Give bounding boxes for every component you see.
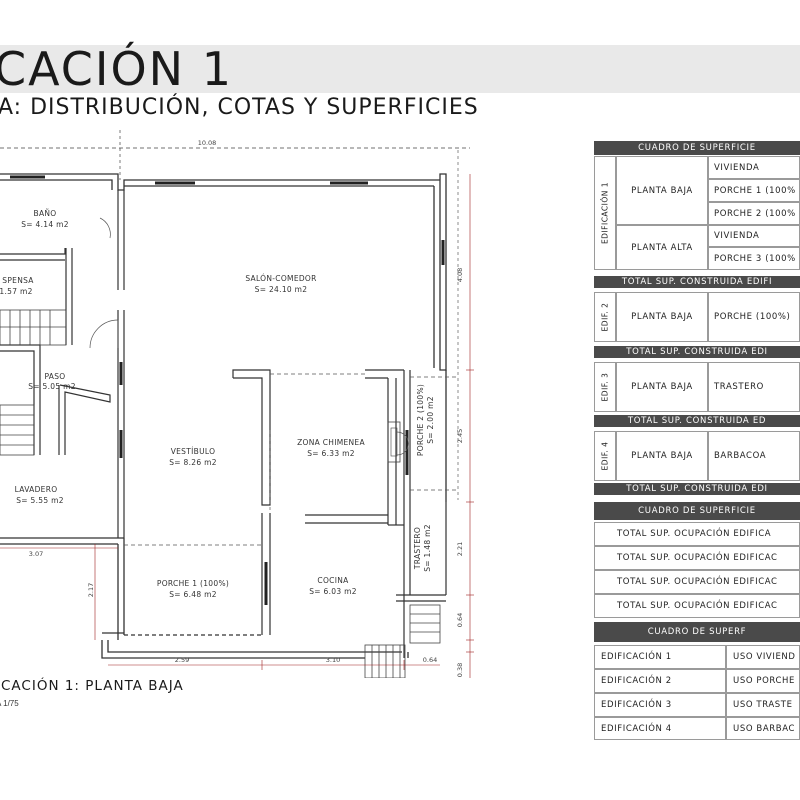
table1-total-4: TOTAL SUP. CONSTRUIDA EDI bbox=[594, 483, 800, 495]
room-name-vestibulo: VESTÍBULO bbox=[171, 447, 216, 456]
table1-item-cell: PORCHE 1 (100% bbox=[708, 179, 800, 202]
table3-uso-cell: USO BARBAC bbox=[726, 717, 800, 740]
table1-level-cell: PLANTA BAJA bbox=[616, 156, 708, 225]
dimension-labels: 10.08 4.08 2.45 2.21 0.64 0.38 2.59 3.10… bbox=[29, 139, 464, 677]
table3-edif-cell: EDIFICACIÓN 2 bbox=[594, 669, 726, 693]
dim-top: 10.08 bbox=[198, 139, 217, 147]
room-area-bano: S= 4.14 m2 bbox=[21, 220, 69, 229]
room-name-salon: SALÓN-COMEDOR bbox=[245, 274, 316, 283]
table3-edif-cell: EDIFICACIÓN 1 bbox=[594, 645, 726, 669]
room-area-porche1: S= 6.48 m2 bbox=[169, 590, 217, 599]
table3-edif-cell: EDIFICACIÓN 3 bbox=[594, 693, 726, 717]
table2-row: TOTAL SUP. OCUPACIÓN EDIFICAC bbox=[594, 570, 800, 594]
dim-left-vertical: 2.17 bbox=[87, 583, 95, 597]
room-area-salon: S= 24.10 m2 bbox=[255, 285, 308, 294]
room-name-paso: PASO bbox=[44, 372, 65, 381]
room-name-despensa: SPENSA bbox=[2, 276, 34, 285]
room-area-trastero: S= 1.48 m2 bbox=[423, 524, 432, 572]
edif4-level: PLANTA BAJA bbox=[616, 431, 708, 481]
dashed-openings bbox=[124, 373, 458, 546]
table1-total-3: TOTAL SUP. CONSTRUIDA ED bbox=[594, 415, 800, 427]
dim-right-2: 2.45 bbox=[456, 429, 464, 443]
room-labels: BAÑO S= 4.14 m2 SPENSA 1.57 m2 PASO S= 5… bbox=[0, 209, 435, 599]
dim-bottom-1: 2.59 bbox=[175, 656, 189, 664]
plan-scale: A 1/75 bbox=[0, 699, 19, 708]
table1-item-cell: VIVIENDA bbox=[708, 156, 800, 179]
table3-uso-cell: USO PORCHE bbox=[726, 669, 800, 693]
room-area-porche2: S= 2.00 m2 bbox=[426, 396, 435, 444]
dim-right-3: 2.21 bbox=[456, 542, 464, 556]
table1-item-cell: PORCHE 3 (100% bbox=[708, 247, 800, 270]
table-superficies: CUADRO DE SUPERFICIE EDIFICACIÓN 1 PLANT… bbox=[594, 141, 800, 497]
dim-right-1: 4.08 bbox=[456, 268, 464, 282]
dim-bottom-3: 0.64 bbox=[423, 656, 437, 664]
table2-row: TOTAL SUP. OCUPACIÓN EDIFICAC bbox=[594, 546, 800, 570]
table2-header: CUADRO DE SUPERFICIE bbox=[594, 502, 800, 520]
room-name-trastero: TRASTERO bbox=[413, 527, 422, 570]
table2-row: TOTAL SUP. OCUPACIÓN EDIFICAC bbox=[594, 594, 800, 618]
table-ocupacion: CUADRO DE SUPERFICIE TOTAL SUP. OCUPACIÓ… bbox=[594, 502, 800, 618]
room-name-bano: BAÑO bbox=[34, 209, 57, 218]
room-area-despensa: 1.57 m2 bbox=[0, 287, 33, 296]
dim-bottom-2: 3.10 bbox=[326, 656, 340, 664]
table1-group-cell: EDIFICACIÓN 1 bbox=[594, 156, 616, 270]
room-area-lavadero: S= 5.55 m2 bbox=[16, 496, 64, 505]
edif4-item: BARBACOA bbox=[708, 431, 800, 481]
dim-left-bottom: 3.07 bbox=[29, 550, 43, 558]
exterior-walls bbox=[0, 173, 447, 659]
room-area-paso: S= 5.05 m2 bbox=[28, 382, 76, 391]
page-subtitle: A: DISTRIBUCIÓN, COTAS Y SUPERFICIES bbox=[0, 95, 479, 120]
table1-item-cell: VIVIENDA bbox=[708, 225, 800, 247]
stairs-left bbox=[0, 309, 67, 456]
room-area-chimenea: S= 6.33 m2 bbox=[307, 449, 355, 458]
edif2-item: PORCHE (100%) bbox=[708, 292, 800, 342]
floor-plan: BAÑO S= 4.14 m2 SPENSA 1.57 m2 PASO S= 5… bbox=[0, 130, 474, 678]
table3-uso-cell: USO VIVIEND bbox=[726, 645, 800, 669]
edif3-item: TRASTERO bbox=[708, 362, 800, 412]
table1-total-2: TOTAL SUP. CONSTRUIDA EDI bbox=[594, 346, 800, 358]
stairs-right bbox=[364, 604, 441, 678]
table3-uso-cell: USO TRASTE bbox=[726, 693, 800, 717]
table1-group-label: EDIFICACIÓN 1 bbox=[600, 181, 610, 245]
edif3-cell: EDIF. 3 bbox=[594, 362, 616, 412]
title-band bbox=[0, 45, 800, 93]
room-name-cocina: COCINA bbox=[317, 576, 349, 585]
table-usos: CUADRO DE SUPERF EDIFICACIÓN 1 USO VIVIE… bbox=[594, 622, 800, 740]
edif4-cell: EDIF. 4 bbox=[594, 431, 616, 481]
room-name-chimenea: ZONA CHIMENEA bbox=[297, 438, 365, 447]
dim-right-4: 0.64 bbox=[456, 613, 464, 627]
fireplace bbox=[387, 421, 401, 463]
table3-header: CUADRO DE SUPERF bbox=[594, 622, 800, 642]
room-name-lavadero: LAVADERO bbox=[15, 485, 58, 494]
edif2-level: PLANTA BAJA bbox=[616, 292, 708, 342]
page-title: CACIÓN 1 bbox=[0, 42, 233, 96]
table1-level-cell: PLANTA ALTA bbox=[616, 225, 708, 270]
edif3-level: PLANTA BAJA bbox=[616, 362, 708, 412]
table3-edif-cell: EDIFICACIÓN 4 bbox=[594, 717, 726, 740]
room-area-vestibulo: S= 8.26 m2 bbox=[169, 458, 217, 467]
plan-caption: ICACIÓN 1: PLANTA BAJA bbox=[0, 678, 184, 694]
table1-total-1: TOTAL SUP. CONSTRUIDA EDIFI bbox=[594, 276, 800, 288]
table1-item-cell: PORCHE 2 (100% bbox=[708, 202, 800, 225]
room-area-cocina: S= 6.03 m2 bbox=[309, 587, 357, 596]
edif2-cell: EDIF. 2 bbox=[594, 292, 616, 342]
dim-lines-right bbox=[0, 174, 474, 678]
table2-row: TOTAL SUP. OCUPACIÓN EDIFICA bbox=[594, 522, 800, 546]
dim-right-5: 0.38 bbox=[456, 663, 464, 677]
windows bbox=[10, 175, 445, 605]
door-swings bbox=[89, 217, 409, 456]
room-name-porche2: PORCHE 2 (100%) bbox=[416, 384, 425, 456]
room-name-porche1: PORCHE 1 (100%) bbox=[157, 579, 229, 588]
table1-header: CUADRO DE SUPERFICIE bbox=[594, 141, 800, 155]
